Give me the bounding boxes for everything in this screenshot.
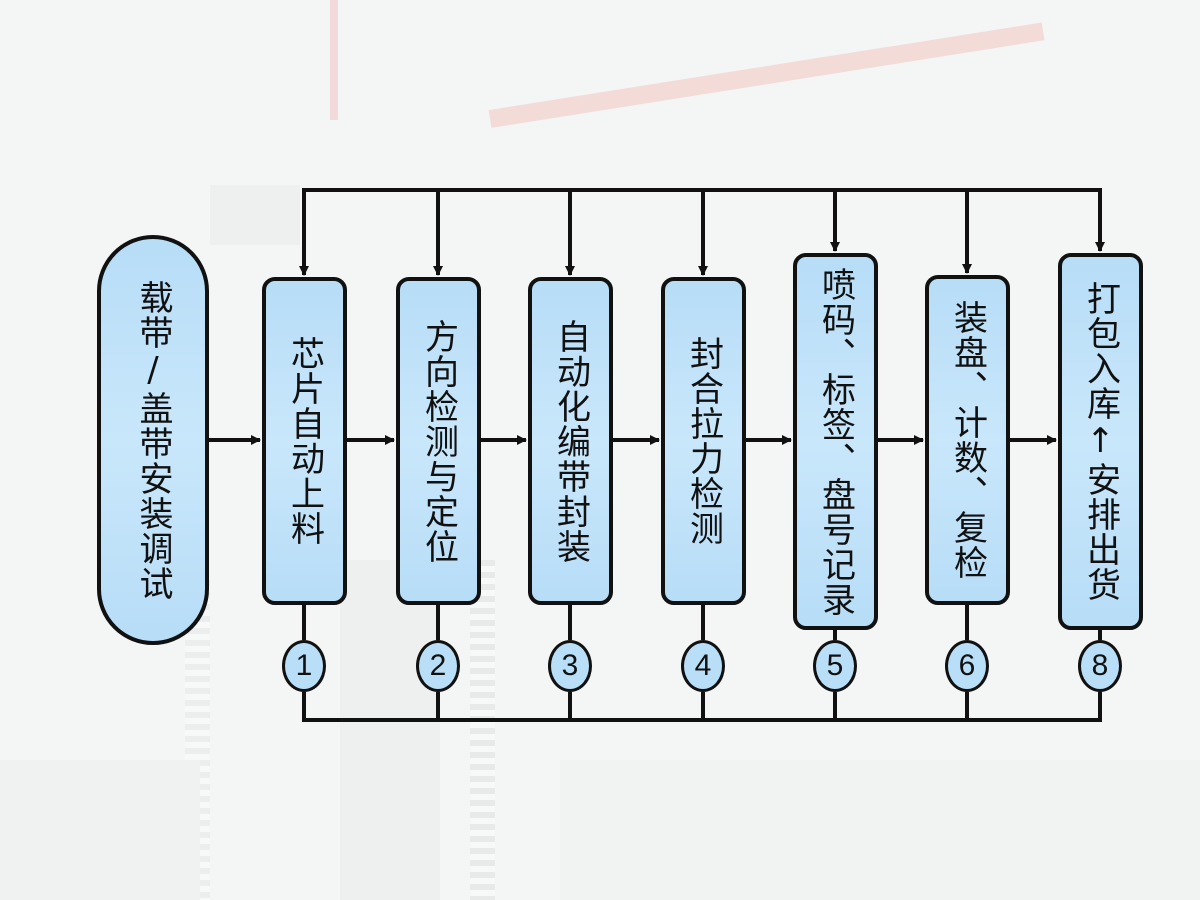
start-node[interactable]: 载带/盖带安装调试 xyxy=(97,235,209,645)
start-node-label: 载带/盖带安装调试 xyxy=(133,279,173,601)
process-step-1[interactable]: 芯片自动上料 xyxy=(262,277,347,605)
step-label: 封合拉力检测 xyxy=(683,336,724,546)
step-label: 自动化编带封装 xyxy=(550,318,591,564)
step-label: 方向检测与定位 xyxy=(418,318,459,564)
step-number-badge-6: 6 xyxy=(945,640,989,692)
step-label: 打包入库↑安排出货 xyxy=(1080,281,1121,602)
background-rack xyxy=(340,560,440,900)
step-number-badge-1: 1 xyxy=(282,640,326,692)
background-bench xyxy=(0,760,200,900)
process-step-3[interactable]: 自动化编带封装 xyxy=(528,277,613,605)
step-number-badge-3: 3 xyxy=(548,640,592,692)
background-cabinet xyxy=(560,760,1200,900)
process-step-6[interactable]: 装盘、计数、复检 xyxy=(925,275,1010,605)
step-number-badge-5: 5 xyxy=(813,640,857,692)
process-step-4[interactable]: 封合拉力检测 xyxy=(661,277,746,605)
step-label: 芯片自动上料 xyxy=(284,336,325,546)
process-step-7[interactable]: 打包入库↑安排出货 xyxy=(1058,253,1143,630)
step-number-badge-2: 2 xyxy=(416,640,460,692)
background-rack xyxy=(470,560,495,900)
step-label: 喷码、标签、盘号记录 xyxy=(815,266,856,617)
step-number-badge-4: 4 xyxy=(681,640,725,692)
step-label: 装盘、计数、复检 xyxy=(947,300,988,580)
process-step-2[interactable]: 方向检测与定位 xyxy=(396,277,481,605)
background-machine xyxy=(210,185,300,245)
step-number-badge-7: 8 xyxy=(1078,640,1122,692)
process-step-5[interactable]: 喷码、标签、盘号记录 xyxy=(793,253,878,630)
background-pipe xyxy=(330,0,338,120)
